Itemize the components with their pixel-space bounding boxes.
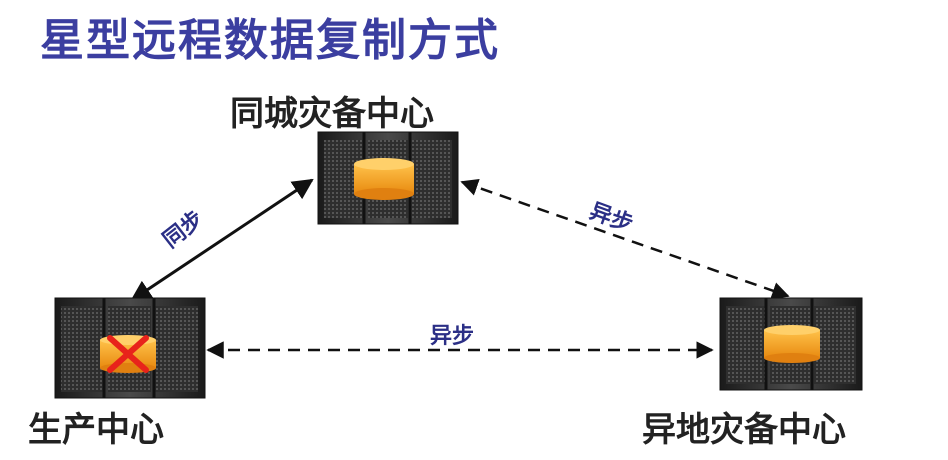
node-label-same-city: 同城灾备中心 bbox=[230, 94, 434, 134]
disk-icon bbox=[764, 325, 820, 363]
disk-icon bbox=[354, 158, 414, 200]
link-label-async-lower: 异步 bbox=[430, 324, 475, 349]
node-label-remote: 异地灾备中心 bbox=[642, 410, 846, 450]
server-production-icon bbox=[54, 297, 206, 399]
link-sync-production-samecity bbox=[130, 178, 314, 302]
link-async-samecity-remote bbox=[460, 178, 790, 300]
server-remote-icon bbox=[719, 297, 863, 391]
page-title: 星型远程数据复制方式 bbox=[40, 15, 500, 66]
node-label-production: 生产中心 bbox=[28, 410, 164, 450]
failure-x-icon bbox=[107, 335, 149, 373]
server-same-city-icon bbox=[317, 131, 459, 225]
